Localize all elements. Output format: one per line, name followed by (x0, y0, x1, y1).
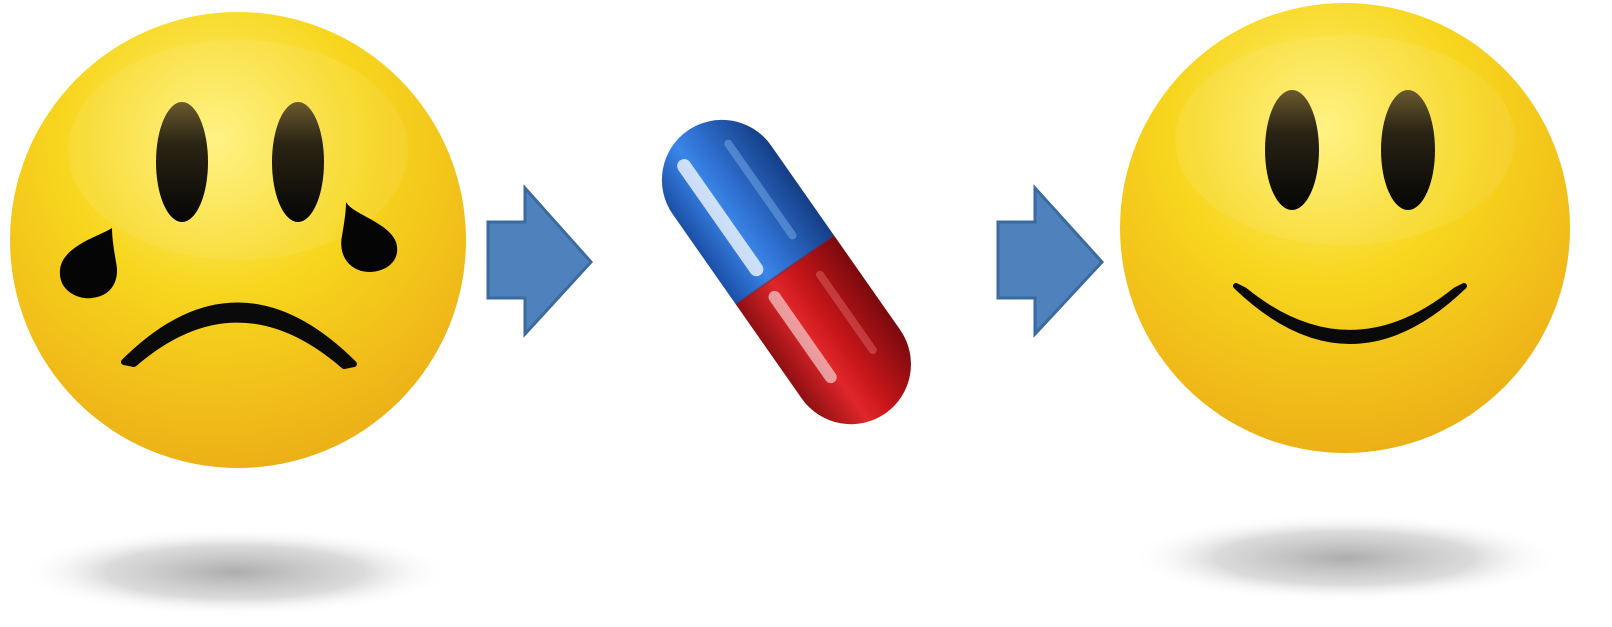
sad-right-eye (272, 102, 324, 222)
sad-mouth (121, 302, 357, 369)
arrow-right-icon (996, 184, 1105, 338)
happy-mouth (1233, 283, 1467, 344)
smiling-happy-face-icon (1120, 3, 1570, 453)
happy-face-shadow (1130, 514, 1560, 602)
happy-left-eye (1265, 90, 1319, 210)
right-tear-icon (341, 202, 398, 272)
arrow-right-icon (486, 184, 594, 338)
capsule-pill-icon (661, 119, 911, 425)
happy-right-eye (1381, 90, 1435, 210)
sad-left-eye (156, 102, 208, 222)
sad-face-shadow (20, 528, 450, 616)
crying-sad-face-icon (10, 12, 466, 468)
left-tear-icon (59, 228, 117, 299)
